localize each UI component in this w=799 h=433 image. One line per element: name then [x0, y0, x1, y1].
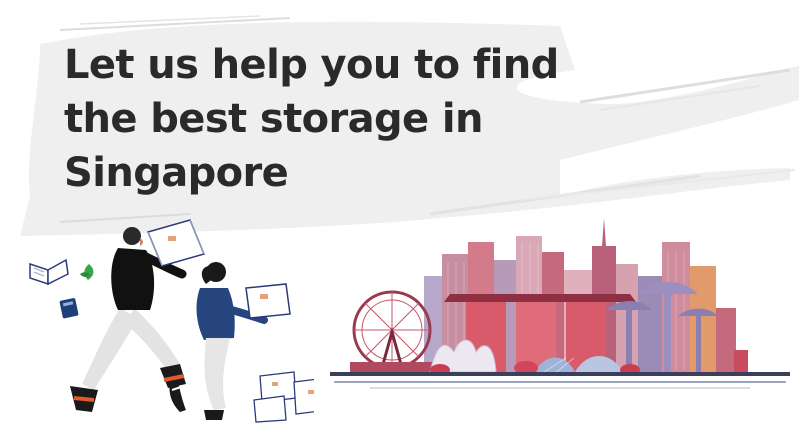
- leaf-icon: [80, 264, 94, 280]
- supertrees: [606, 282, 718, 372]
- headline-line-3: Singapore: [64, 150, 289, 196]
- headline-line-1: Let us help you to find: [64, 42, 559, 88]
- person-one: [70, 219, 206, 412]
- singapore-skyline-illustration: [330, 218, 790, 389]
- headline-line-2: the best storage in: [64, 96, 483, 142]
- singapore-flyer-wheel: [350, 290, 440, 372]
- person-two: [169, 262, 291, 420]
- book-icon: [59, 298, 79, 319]
- people-carrying-boxes-illustration: [70, 219, 314, 423]
- open-book-icon: [29, 258, 69, 286]
- page-title: Let us help you to find the best storage…: [64, 38, 564, 200]
- esplanade-domes: [534, 356, 624, 375]
- stacked-boxes: [253, 371, 314, 423]
- artscience-museum: [429, 339, 497, 373]
- waterfront: [330, 372, 790, 389]
